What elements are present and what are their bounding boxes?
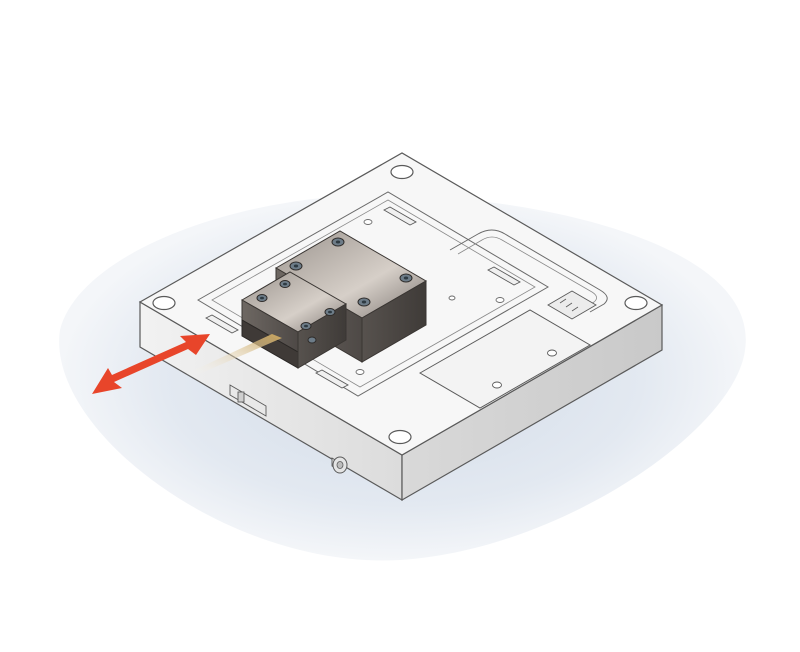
corner-hole bbox=[152, 295, 176, 311]
cable-channel bbox=[449, 229, 608, 313]
corner-holes bbox=[152, 164, 648, 445]
frame-hole bbox=[448, 295, 456, 301]
connector-block bbox=[547, 290, 597, 320]
flexure-clip bbox=[205, 314, 239, 334]
flexure-clip bbox=[315, 369, 349, 389]
cap-screw-sockets bbox=[260, 240, 409, 328]
cover-screws bbox=[492, 349, 557, 389]
cap-screw bbox=[307, 336, 317, 344]
front-block bbox=[241, 271, 347, 369]
cover-screw bbox=[492, 381, 502, 389]
connector-pins bbox=[559, 298, 579, 312]
cable-channel-inner bbox=[457, 236, 597, 310]
cover-plate bbox=[419, 309, 591, 409]
frame-hole bbox=[355, 369, 365, 375]
corner-hole bbox=[390, 164, 414, 180]
side-port bbox=[331, 456, 348, 474]
frame-holes bbox=[241, 219, 505, 375]
flexure-clips bbox=[205, 206, 521, 389]
frame-hole bbox=[363, 219, 373, 225]
corner-hole bbox=[624, 295, 648, 311]
rear-block-side bbox=[361, 280, 427, 363]
cover-screw bbox=[547, 349, 557, 357]
corner-hole bbox=[388, 429, 412, 445]
flexure-clip bbox=[487, 266, 521, 286]
side-latch bbox=[229, 384, 267, 417]
frame-hole bbox=[495, 297, 505, 303]
light-beam-icon bbox=[186, 334, 282, 378]
double-headed-arrow-icon bbox=[92, 334, 210, 394]
flexure-clip bbox=[383, 206, 417, 226]
